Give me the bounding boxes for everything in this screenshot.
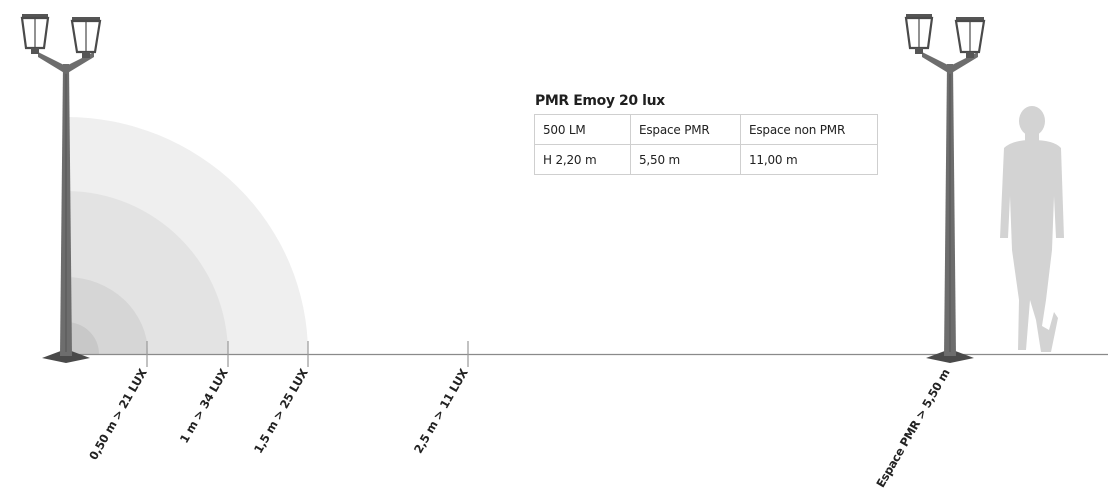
table-cell: 11,00 m bbox=[740, 144, 878, 175]
label-1m: 1 m > 34 LUX bbox=[177, 366, 231, 445]
label-0-50m: 0,50 m > 21 LUX bbox=[86, 366, 150, 462]
lantern-right-head bbox=[954, 17, 986, 58]
spec-panel: PMR Emoy 20 lux 500 LM Espace PMR Espace… bbox=[534, 93, 878, 175]
label-2-5m: 2,5 m > 11 LUX bbox=[411, 366, 471, 456]
label-1-5m: 1,5 m > 25 LUX bbox=[251, 366, 311, 456]
illumination-zones bbox=[66, 117, 308, 354]
lantern-left-head bbox=[20, 14, 50, 54]
street-lamp-left bbox=[20, 14, 102, 363]
table-cell: H 2,20 m bbox=[534, 144, 631, 175]
street-lamp-right bbox=[904, 14, 986, 363]
table-cell: Espace non PMR bbox=[740, 114, 878, 145]
table-row: H 2,20 m 5,50 m 11,00 m bbox=[534, 144, 878, 175]
table-cell: Espace PMR bbox=[630, 114, 741, 145]
lamp-bracket bbox=[38, 52, 94, 74]
label-espace-pmr: Espace PMR > 5,50 m bbox=[873, 366, 952, 490]
distance-ticks bbox=[146, 341, 469, 367]
zone-inner bbox=[66, 322, 99, 354]
person-silhouette bbox=[1000, 106, 1064, 352]
table-row: 500 LM Espace PMR Espace non PMR bbox=[534, 114, 878, 145]
spec-title: PMR Emoy 20 lux bbox=[535, 93, 665, 109]
lamp-bracket bbox=[922, 52, 978, 74]
lantern-left-head bbox=[904, 14, 934, 54]
spec-table: 500 LM Espace PMR Espace non PMR H 2,20 … bbox=[534, 114, 878, 175]
table-cell: 500 LM bbox=[534, 114, 631, 145]
table-cell: 5,50 m bbox=[630, 144, 741, 175]
lantern-right-head bbox=[70, 17, 102, 58]
